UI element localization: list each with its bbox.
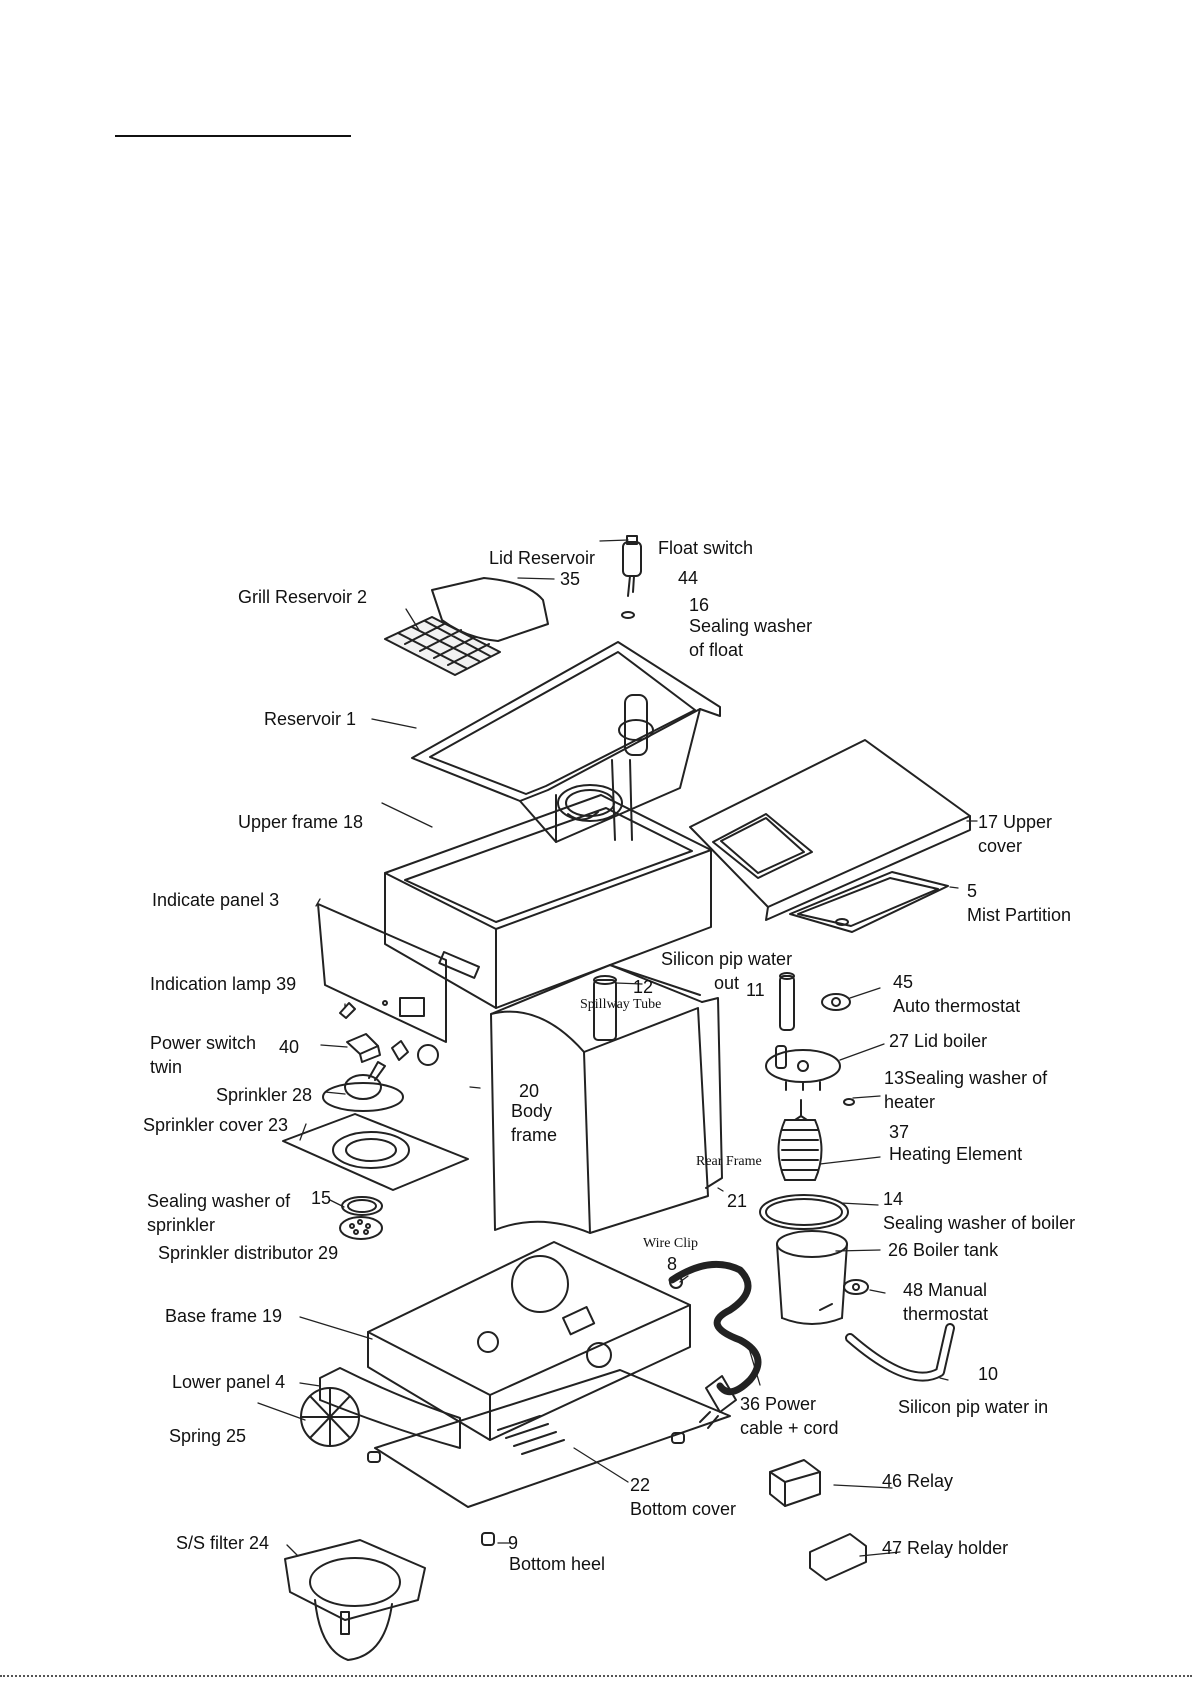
label-part-10: 10 <box>978 1364 999 1384</box>
label-grill-reservoir: Grill Reservoir 2 <box>238 587 368 607</box>
body-frame-part <box>490 964 709 1234</box>
mist-partition-part <box>789 871 949 933</box>
label-lower-panel: Lower panel 4 <box>172 1372 286 1392</box>
label-reservoir: Reservoir 1 <box>264 709 357 729</box>
reservoir-part <box>411 641 721 843</box>
sprinkler-washer-part <box>341 1196 383 1216</box>
label-part-44: 44 <box>678 568 699 588</box>
label-sealing-washer-float: Sealing washer of float <box>689 616 813 660</box>
label-part-11: 11 <box>746 980 765 1000</box>
label-part-22: 22 <box>630 1475 651 1495</box>
label-bottom-cover: Bottom cover <box>630 1499 737 1519</box>
sprinkler-distributor-part <box>339 1216 383 1240</box>
label-silicon-pipe-in: Silicon pip water in <box>898 1397 1049 1417</box>
upper-cover-part <box>689 739 971 921</box>
label-sealing-washer-heater: 13Sealing washer of heater <box>884 1068 1048 1112</box>
lower-panel-part <box>319 1367 461 1449</box>
label-wire-clip: Wire Clip <box>643 1236 699 1251</box>
label-part-12: 12 <box>633 977 654 997</box>
label-upper-cover: 17 Upper cover <box>978 812 1053 856</box>
relay-part <box>769 1459 821 1507</box>
boiler-washer-part <box>759 1194 849 1230</box>
heating-element-part <box>777 1099 823 1181</box>
label-part-37: 37 <box>889 1122 910 1142</box>
label-base-frame: Base frame 19 <box>165 1306 283 1326</box>
label-float-switch: Float switch <box>658 538 754 558</box>
manual-thermostat-part <box>843 1279 869 1295</box>
header-underline <box>115 135 351 137</box>
label-bottom-heel: Bottom heel <box>509 1554 606 1574</box>
label-indicate-panel: Indicate panel 3 <box>152 890 280 910</box>
label-power-switch: Power switch twin <box>150 1033 257 1077</box>
label-boiler-tank: 26 Boiler tank <box>888 1240 999 1260</box>
label-mist-partition: Mist Partition <box>967 905 1072 925</box>
label-sealing-washer-sprinkler: Sealing washer of sprinkler <box>147 1191 291 1235</box>
power-switch-part <box>346 1033 439 1066</box>
label-sprinkler-distributor: Sprinkler distributor 29 <box>158 1243 339 1263</box>
label-heating-element: Heating Element <box>889 1144 1023 1164</box>
label-part-15: 15 <box>311 1188 332 1208</box>
base-frame-part <box>367 1241 691 1441</box>
label-part-8: 8 <box>667 1254 678 1274</box>
leader-lines <box>257 539 978 1557</box>
label-auto-thermostat: Auto thermostat <box>893 996 1021 1016</box>
auto-thermostat-part <box>821 993 851 1011</box>
bottom-heel-part <box>481 1532 495 1546</box>
label-part-35: 35 <box>560 569 581 589</box>
label-spillway-tube: Spillway Tube <box>580 997 662 1012</box>
label-power-cable: 36 Power cable + cord <box>740 1394 839 1438</box>
indication-lamp-part <box>339 1002 356 1019</box>
float-sealing-washer-part <box>621 611 635 619</box>
label-body-frame: Body frame <box>511 1101 558 1145</box>
spring-part <box>300 1387 360 1447</box>
boiler-tank-part <box>776 1230 848 1325</box>
sprinkler-part <box>322 1061 404 1112</box>
relay-holder-part <box>809 1533 867 1581</box>
indicate-panel-part <box>317 903 447 1043</box>
page-bottom-rule <box>0 1675 1192 1677</box>
label-lid-boiler: 27 Lid boiler <box>889 1031 988 1051</box>
filter-part <box>284 1539 426 1661</box>
silicon-pipe-out-part <box>779 972 795 1031</box>
label-sealing-washer-boiler: Sealing washer of boiler <box>883 1213 1076 1233</box>
label-relay-holder: 47 Relay holder <box>882 1538 1009 1558</box>
label-part-21: 21 <box>727 1191 748 1211</box>
label-part-16: 16 <box>689 595 710 615</box>
upper-frame-part <box>384 784 712 1009</box>
label-part-20: 20 <box>519 1081 540 1101</box>
label-silicon-pipe-out: Silicon pip water out <box>661 949 793 993</box>
label-rear-frame: Rear Frame <box>696 1154 762 1169</box>
power-cable-part <box>668 1260 762 1429</box>
heater-washer-part <box>843 1098 855 1106</box>
lid-boiler-part <box>765 1045 841 1091</box>
label-filter: S/S filter 24 <box>176 1533 270 1553</box>
label-upper-frame: Upper frame 18 <box>238 812 364 832</box>
rear-frame-part <box>701 997 723 1189</box>
label-part-9: 9 <box>508 1533 519 1553</box>
label-part-40: 40 <box>279 1037 300 1057</box>
label-part-5: 5 <box>967 881 978 901</box>
label-spring: Spring 25 <box>169 1426 247 1446</box>
label-part-45: 45 <box>893 972 914 992</box>
sprinkler-cover-part <box>282 1113 469 1191</box>
label-indication-lamp: Indication lamp 39 <box>150 974 297 994</box>
label-manual-thermostat: 48 Manual thermostat <box>903 1280 989 1324</box>
bottom-cover-part <box>367 1369 731 1508</box>
label-lid-reservoir: Lid Reservoir <box>489 548 596 568</box>
label-part-14: 14 <box>883 1189 904 1209</box>
label-relay: 46 Relay <box>882 1471 954 1491</box>
label-sprinkler: Sprinkler 28 <box>216 1085 313 1105</box>
spillway-tube-part <box>593 975 617 1041</box>
grill-reservoir-part <box>384 616 501 676</box>
float-switch-part <box>622 535 642 597</box>
label-sprinkler-cover: Sprinkler cover 23 <box>143 1115 289 1135</box>
